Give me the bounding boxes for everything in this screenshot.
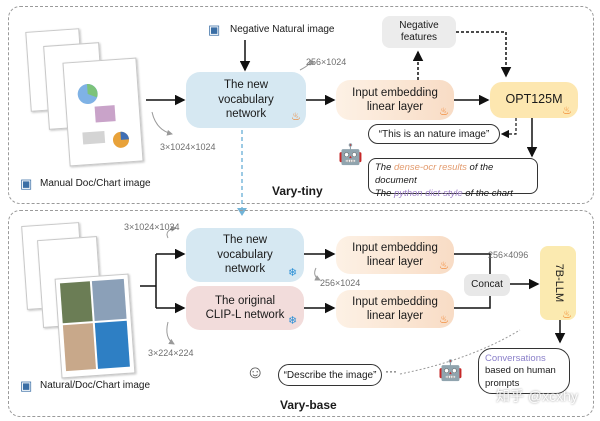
response-highlight: Conversations [485, 353, 546, 364]
dim-mid-base: 256×1024 [320, 278, 361, 288]
output-line-1: The dense-ocr results of the document [375, 162, 494, 186]
decoder-label: OPT125M [505, 92, 563, 107]
fire-icon: ♨ [439, 314, 449, 326]
vary-base-connectors [140, 225, 566, 375]
embedding-label: Input embedding linear layer [352, 295, 438, 322]
vary-tiny-connectors [146, 31, 538, 158]
describe-image-bubble: “Describe the image” [278, 364, 382, 386]
vary-base-title: Vary-base [280, 398, 337, 412]
new-vocabulary-network-tiny: The new vocabulary network [186, 72, 306, 128]
input-embedding-base-2: Input embedding linear layer [336, 290, 454, 328]
doc-page [62, 57, 144, 167]
dim-vocab-out-tiny: 256×1024 [306, 57, 347, 67]
llm-label: 7B-LLM [552, 263, 565, 303]
concat-label: Concat [471, 278, 503, 290]
negative-features-box: Negative features [382, 16, 456, 48]
vocab-network-label: The new vocabulary network [218, 79, 274, 121]
ellipsis-icon: ··· [385, 364, 397, 378]
dim-clip-in-base: 3×224×224 [148, 348, 194, 358]
clip-network-label: The original CLIP-L network [205, 294, 285, 321]
fire-icon: ♨ [439, 260, 449, 272]
fire-icon: ♨ [562, 309, 572, 321]
concat-box: Concat [464, 274, 510, 296]
llm-7b-box: 7B-LLM [540, 246, 576, 320]
doc-page [54, 273, 136, 379]
dim-input-tiny: 3×1024×1024 [160, 142, 216, 152]
describe-bubble-text: “Describe the image” [283, 369, 377, 381]
manual-doc-caption: Manual Doc/Chart image [40, 178, 151, 189]
robot-icon: 🤖 [338, 144, 363, 166]
watermark: 知乎 @xcxhy [496, 388, 578, 404]
opt125m-decoder: OPT125M [490, 82, 578, 118]
vary-tiny-title: Vary-tiny [272, 184, 323, 198]
person-icon: ☺ [246, 362, 265, 382]
new-vocabulary-network-base: The new vocabulary network [186, 228, 304, 282]
vary-base-panel [8, 210, 594, 417]
dim-concat-out-base: 256×4096 [488, 250, 529, 260]
fire-icon: ♨ [291, 111, 301, 123]
response-text: based on human prompts [485, 365, 556, 389]
fire-icon: ♨ [562, 105, 572, 117]
weight-transfer-arrow [237, 130, 247, 216]
clip-l-network-base: The original CLIP-L network [186, 286, 304, 330]
vocab-network-label: The new vocabulary network [217, 234, 273, 276]
nature-image-bubble: “This is an nature image” [368, 124, 500, 144]
conversation-response-box: Conversations based on human prompts [478, 348, 570, 394]
picture-icon: ▣ [20, 378, 33, 393]
snowflake-icon: ❄ [288, 315, 298, 327]
snowflake-icon: ❄ [288, 267, 298, 279]
output-line-2: The python dict-style of the chart [375, 187, 513, 199]
natural-image-collage [59, 278, 130, 372]
vary-tiny-panel [8, 6, 594, 204]
natural-doc-caption: Natural/Doc/Chart image [40, 380, 151, 391]
picture-icon: ▣ [20, 176, 33, 191]
embedding-label: Input embedding linear layer [352, 241, 438, 268]
chart-thumbnail [77, 84, 129, 148]
nature-bubble-text: “This is an nature image” [378, 128, 490, 140]
negative-features-label: Negative features [399, 19, 439, 44]
dim-vocab-in-base: 3×1024×1024 [124, 222, 180, 232]
picture-icon: ▣ [208, 22, 221, 37]
input-embedding-base-1: Input embedding linear layer [336, 236, 454, 274]
robot-icon: 🤖 [438, 360, 463, 382]
tiny-output-box: The dense-ocr results of the document Th… [368, 158, 538, 199]
input-embedding-tiny: Input embedding linear layer [336, 80, 454, 120]
embedding-label: Input embedding linear layer [352, 86, 438, 113]
fire-icon: ♨ [439, 106, 449, 118]
negative-natural-caption: Negative Natural image [230, 24, 335, 35]
